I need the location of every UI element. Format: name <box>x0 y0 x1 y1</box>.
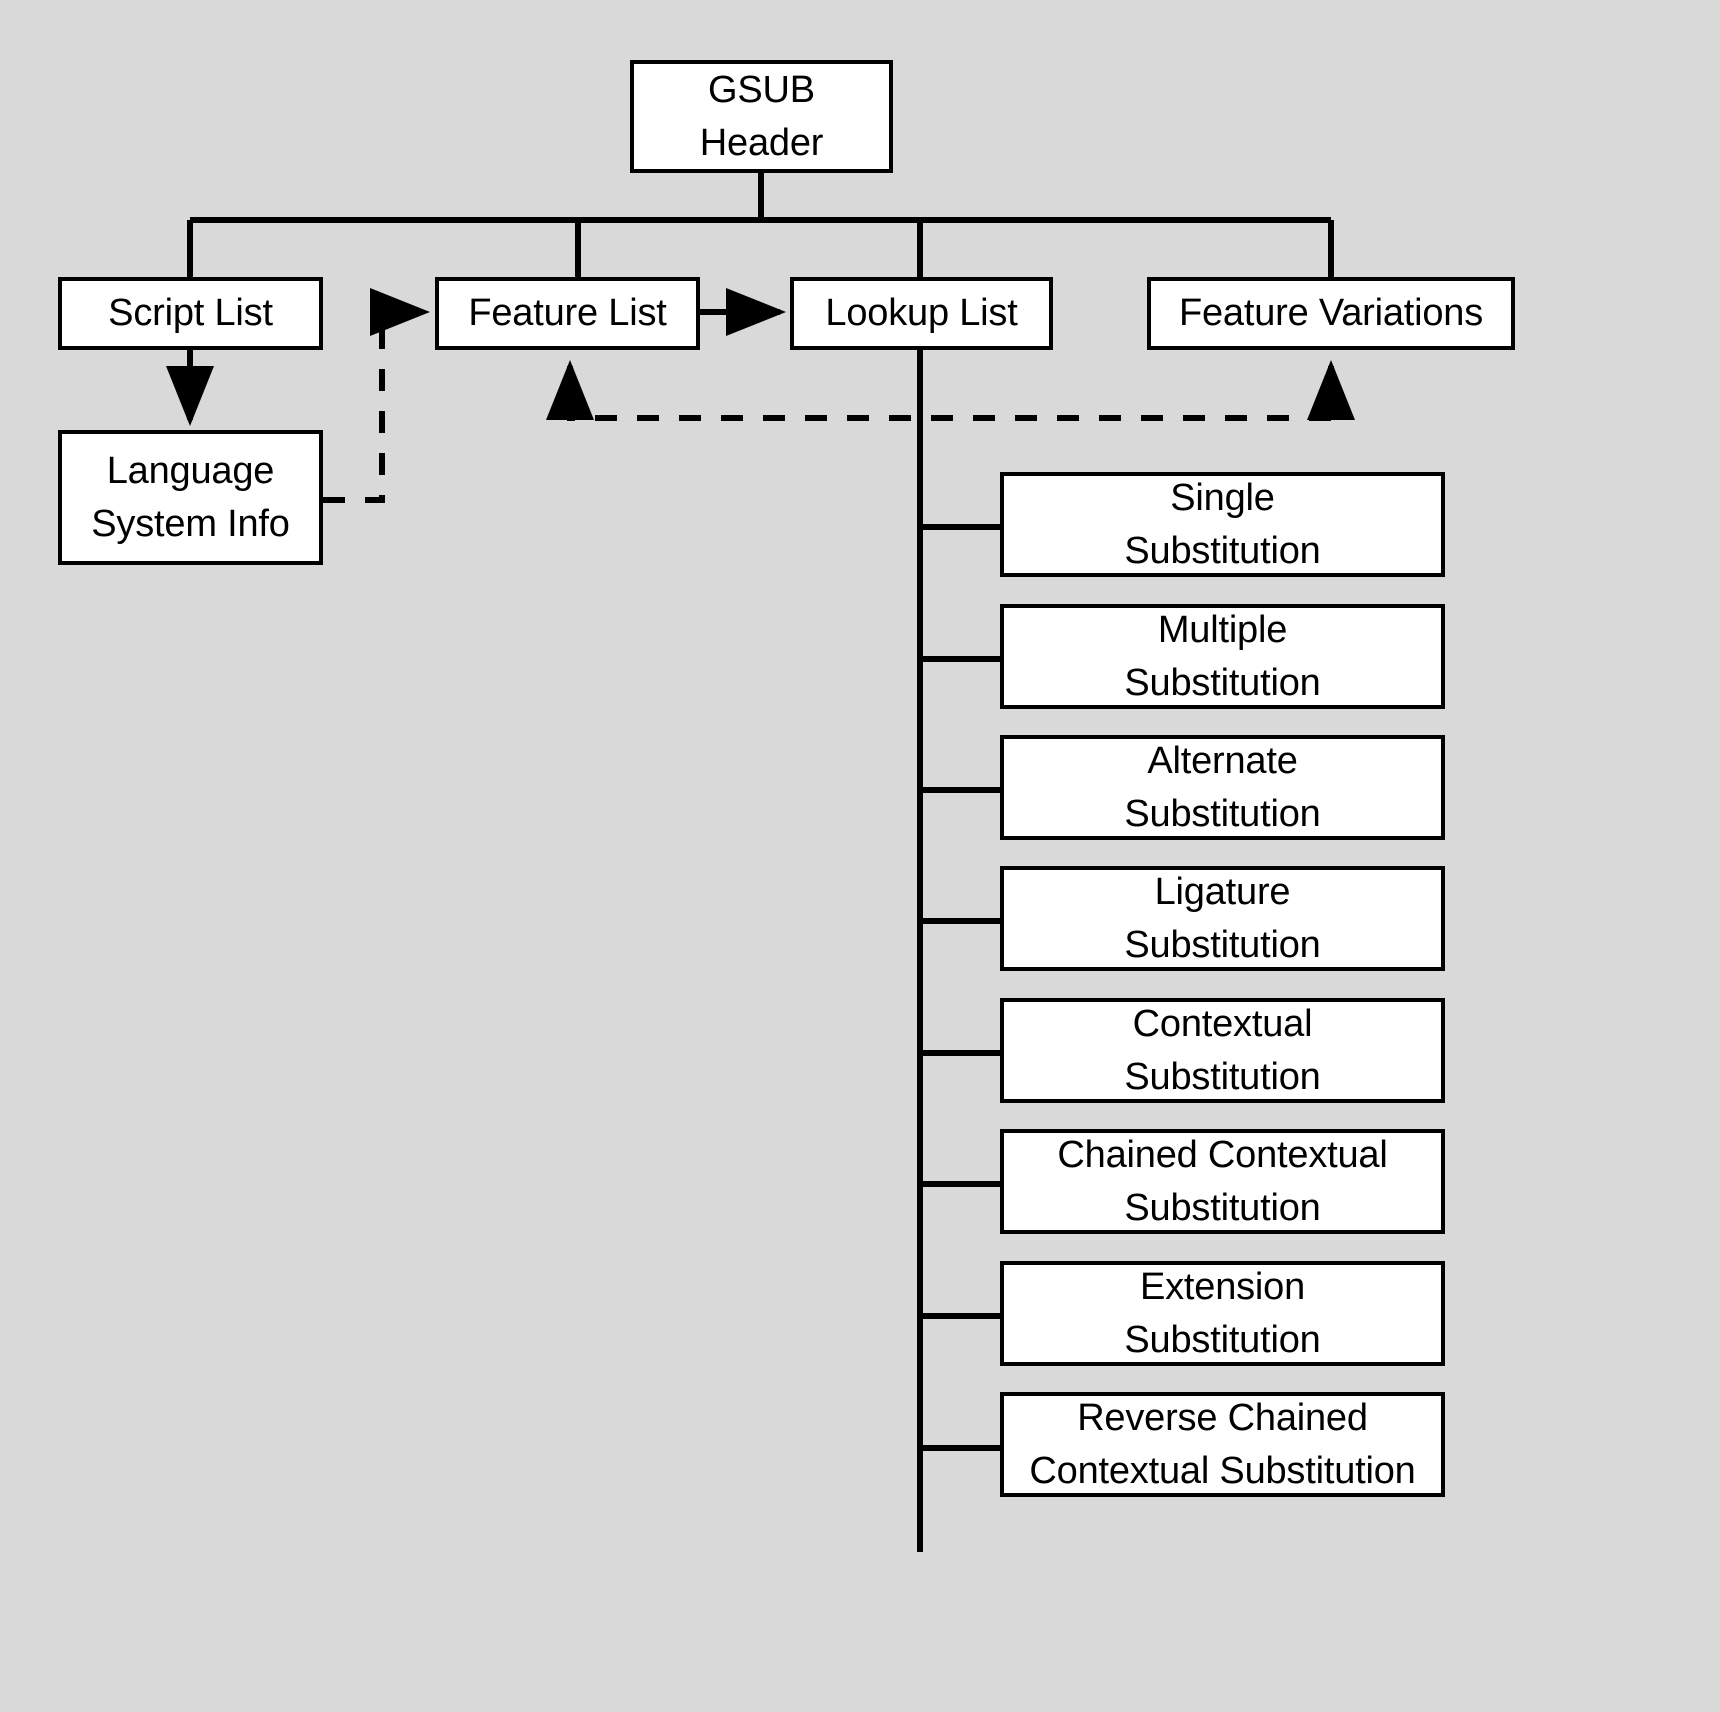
node-lookup-list[interactable]: Lookup List <box>790 277 1053 350</box>
node-lookup-subtable-reverse-chained-contextual[interactable]: Reverse Chained Contextual Substitution <box>1000 1392 1445 1497</box>
node-language-system-info[interactable]: Language System Info <box>58 430 323 565</box>
node-feature-list-label: Feature List <box>468 292 667 335</box>
node-lookup-subtable-single[interactable]: Single Substitution <box>1000 472 1445 577</box>
node-lookup-subtable-extension[interactable]: Extension Substitution <box>1000 1261 1445 1366</box>
node-language-system-info-line2: System Info <box>91 502 290 545</box>
wire-gsub-to-bus <box>187 173 1334 277</box>
node-lookup-subtable-ligature[interactable]: Ligature Substitution <box>1000 866 1445 971</box>
node-lookup-subtable-contextual-line1: Contextual <box>1132 1003 1313 1046</box>
node-lookup-subtable-multiple[interactable]: Multiple Substitution <box>1000 604 1445 709</box>
node-gsub-header-line1: GSUB <box>708 69 815 112</box>
node-script-list-label: Script List <box>108 292 273 335</box>
node-language-system-info-line1: Language <box>106 450 275 493</box>
node-lookup-subtable-extension-line1: Extension <box>1139 1266 1306 1309</box>
node-feature-variations-label: Feature Variations <box>1178 292 1484 335</box>
node-lookup-subtable-reverse-chained-contextual-line2: Contextual Substitution <box>1029 1449 1416 1492</box>
node-lookup-subtable-alternate-line2: Substitution <box>1124 792 1321 835</box>
node-lookup-subtable-ligature-line1: Ligature <box>1154 871 1291 914</box>
node-lookup-subtable-reverse-chained-contextual-line1: Reverse Chained <box>1077 1397 1368 1440</box>
node-feature-list[interactable]: Feature List <box>435 277 700 350</box>
node-lookup-subtable-chained-contextual-line2: Substitution <box>1124 1186 1321 1229</box>
node-script-list[interactable]: Script List <box>58 277 323 350</box>
node-gsub-header-line2: Header <box>699 121 824 164</box>
wire-langsys-to-featurelist-dashed <box>323 288 430 503</box>
wire-lookup-dashed-to-featurelist <box>546 360 1331 421</box>
node-feature-variations[interactable]: Feature Variations <box>1147 277 1515 350</box>
node-lookup-subtable-contextual[interactable]: Contextual Substitution <box>1000 998 1445 1103</box>
node-lookup-subtable-multiple-line2: Substitution <box>1124 661 1321 704</box>
node-lookup-subtable-alternate-line1: Alternate <box>1147 740 1298 783</box>
node-lookup-subtable-chained-contextual-line1: Chained Contextual <box>1057 1134 1388 1177</box>
wire-lookuplist-trunk <box>917 350 1000 1552</box>
node-lookup-subtable-multiple-line1: Multiple <box>1157 609 1288 652</box>
node-lookup-subtable-single-line1: Single <box>1170 477 1275 520</box>
node-lookup-subtable-extension-line2: Substitution <box>1124 1318 1321 1361</box>
node-lookup-subtable-single-line2: Substitution <box>1124 529 1321 572</box>
node-gsub-header[interactable]: GSUB Header <box>630 60 893 173</box>
node-lookup-subtable-alternate[interactable]: Alternate Substitution <box>1000 735 1445 840</box>
node-lookup-subtable-chained-contextual[interactable]: Chained Contextual Substitution <box>1000 1129 1445 1234</box>
node-lookup-list-label: Lookup List <box>825 292 1018 335</box>
node-lookup-subtable-contextual-line2: Substitution <box>1124 1055 1321 1098</box>
node-lookup-subtable-ligature-line2: Substitution <box>1124 923 1321 966</box>
